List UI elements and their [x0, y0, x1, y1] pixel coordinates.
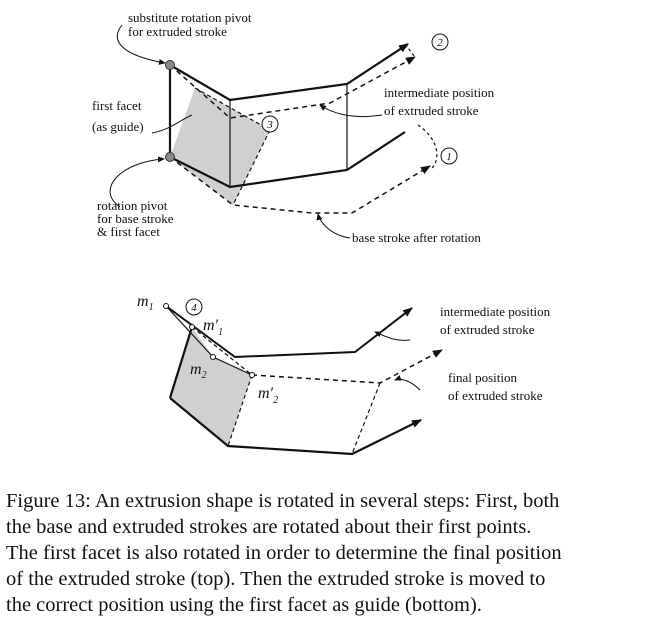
top-diagram: 1 2 3 substitute rotation pivot for extr…: [92, 10, 495, 245]
caption-line-5: the correct position using the first fac…: [6, 594, 482, 616]
label-m2: m2: [190, 361, 207, 381]
point-m2: [210, 354, 216, 360]
rotation-pivot-point: [165, 152, 175, 162]
label-base-after-rotation: base stroke after rotation: [352, 230, 481, 245]
label-substitute-pivot-2: for extruded stroke: [128, 24, 227, 39]
leader-base-after: [316, 213, 351, 239]
label-first-facet-1: first facet: [92, 98, 142, 113]
marker-2: 2: [431, 33, 449, 51]
first-facet-shading: [170, 88, 270, 205]
point-m1-prime: [189, 324, 195, 330]
label-m2-prime: m′2: [258, 385, 278, 406]
caption-line-3: The first facet is also rotated in order…: [6, 542, 562, 564]
left-edge-bottom: [168, 326, 194, 399]
rotation-arc-2: [404, 43, 416, 58]
caption-line-1: Figure 13: An extrusion shape is rotated…: [6, 490, 560, 512]
marker-3: 3: [261, 115, 279, 133]
guide-facet-shading: [170, 327, 252, 446]
intermediate-extruded-stroke: [169, 56, 416, 119]
label-first-facet-2: (as guide): [92, 119, 144, 134]
label-intermediate-1: intermediate position: [384, 85, 495, 100]
leader-substitute-pivot: [116, 24, 166, 65]
label-substitute-pivot-1: substitute rotation pivot: [128, 10, 252, 25]
move-line: [165, 305, 214, 358]
facet-dashed-edge: [194, 87, 271, 131]
original-extruded-stroke: [169, 43, 409, 102]
point-m1: [163, 303, 169, 309]
label-m1: m1: [137, 293, 154, 313]
base-stroke-bottom: [169, 397, 422, 456]
caption-line-4: of the extruded stroke (top). Then the e…: [6, 568, 546, 590]
svg-text:4: 4: [191, 302, 197, 314]
marker-4: 4: [185, 298, 203, 316]
facet-dashed-bottom-2: [351, 382, 381, 455]
label-m1-prime: m′1: [203, 317, 223, 338]
caption-line-2: the base and extruded strokes are rotate…: [6, 516, 532, 538]
leader-rotation-pivot: [109, 156, 165, 208]
base-stroke-after-rotation: [169, 156, 431, 214]
label-rotation-pivot-1: rotation pivot: [97, 198, 168, 213]
facet-dashed-bottom-1: [227, 374, 253, 447]
facet-dashed-bottom-3: [191, 326, 253, 376]
leader-intermediate: [319, 104, 383, 118]
rotation-arc-1: [417, 124, 438, 169]
figure-caption: Figure 13: An extrusion shape is rotated…: [6, 488, 666, 618]
original-base-stroke: [169, 131, 406, 189]
bottom-diagram: 4 m1 m′1 m2 m′2 intermediate position of…: [137, 293, 551, 456]
label-final-1: final position: [448, 370, 517, 385]
figure-13-diagram: 1 2 3 substitute rotation pivot for extr…: [92, 10, 551, 456]
svg-text:1: 1: [446, 151, 452, 163]
marker-1: 1: [440, 147, 458, 165]
leader-intermediate-bottom: [374, 331, 411, 341]
label-intermediate-2: of extruded stroke: [384, 103, 479, 118]
label-rotation-pivot-2: for base stroke: [97, 211, 174, 226]
label-rotation-pivot-3: & first facet: [97, 224, 160, 239]
label-intermediate-bottom-2: of extruded stroke: [440, 322, 535, 337]
move-line-2: [212, 356, 253, 376]
label-intermediate-bottom-1: intermediate position: [440, 304, 551, 319]
svg-text:2: 2: [437, 37, 443, 49]
leader-final-bottom: [394, 374, 421, 391]
intermediate-extruded-stroke-bottom: [165, 305, 413, 359]
substitute-pivot-point: [165, 60, 175, 70]
point-m2-prime: [249, 372, 255, 378]
leader-first-facet: [151, 114, 193, 134]
svg-text:3: 3: [266, 119, 273, 131]
label-final-2: of extruded stroke: [448, 388, 543, 403]
